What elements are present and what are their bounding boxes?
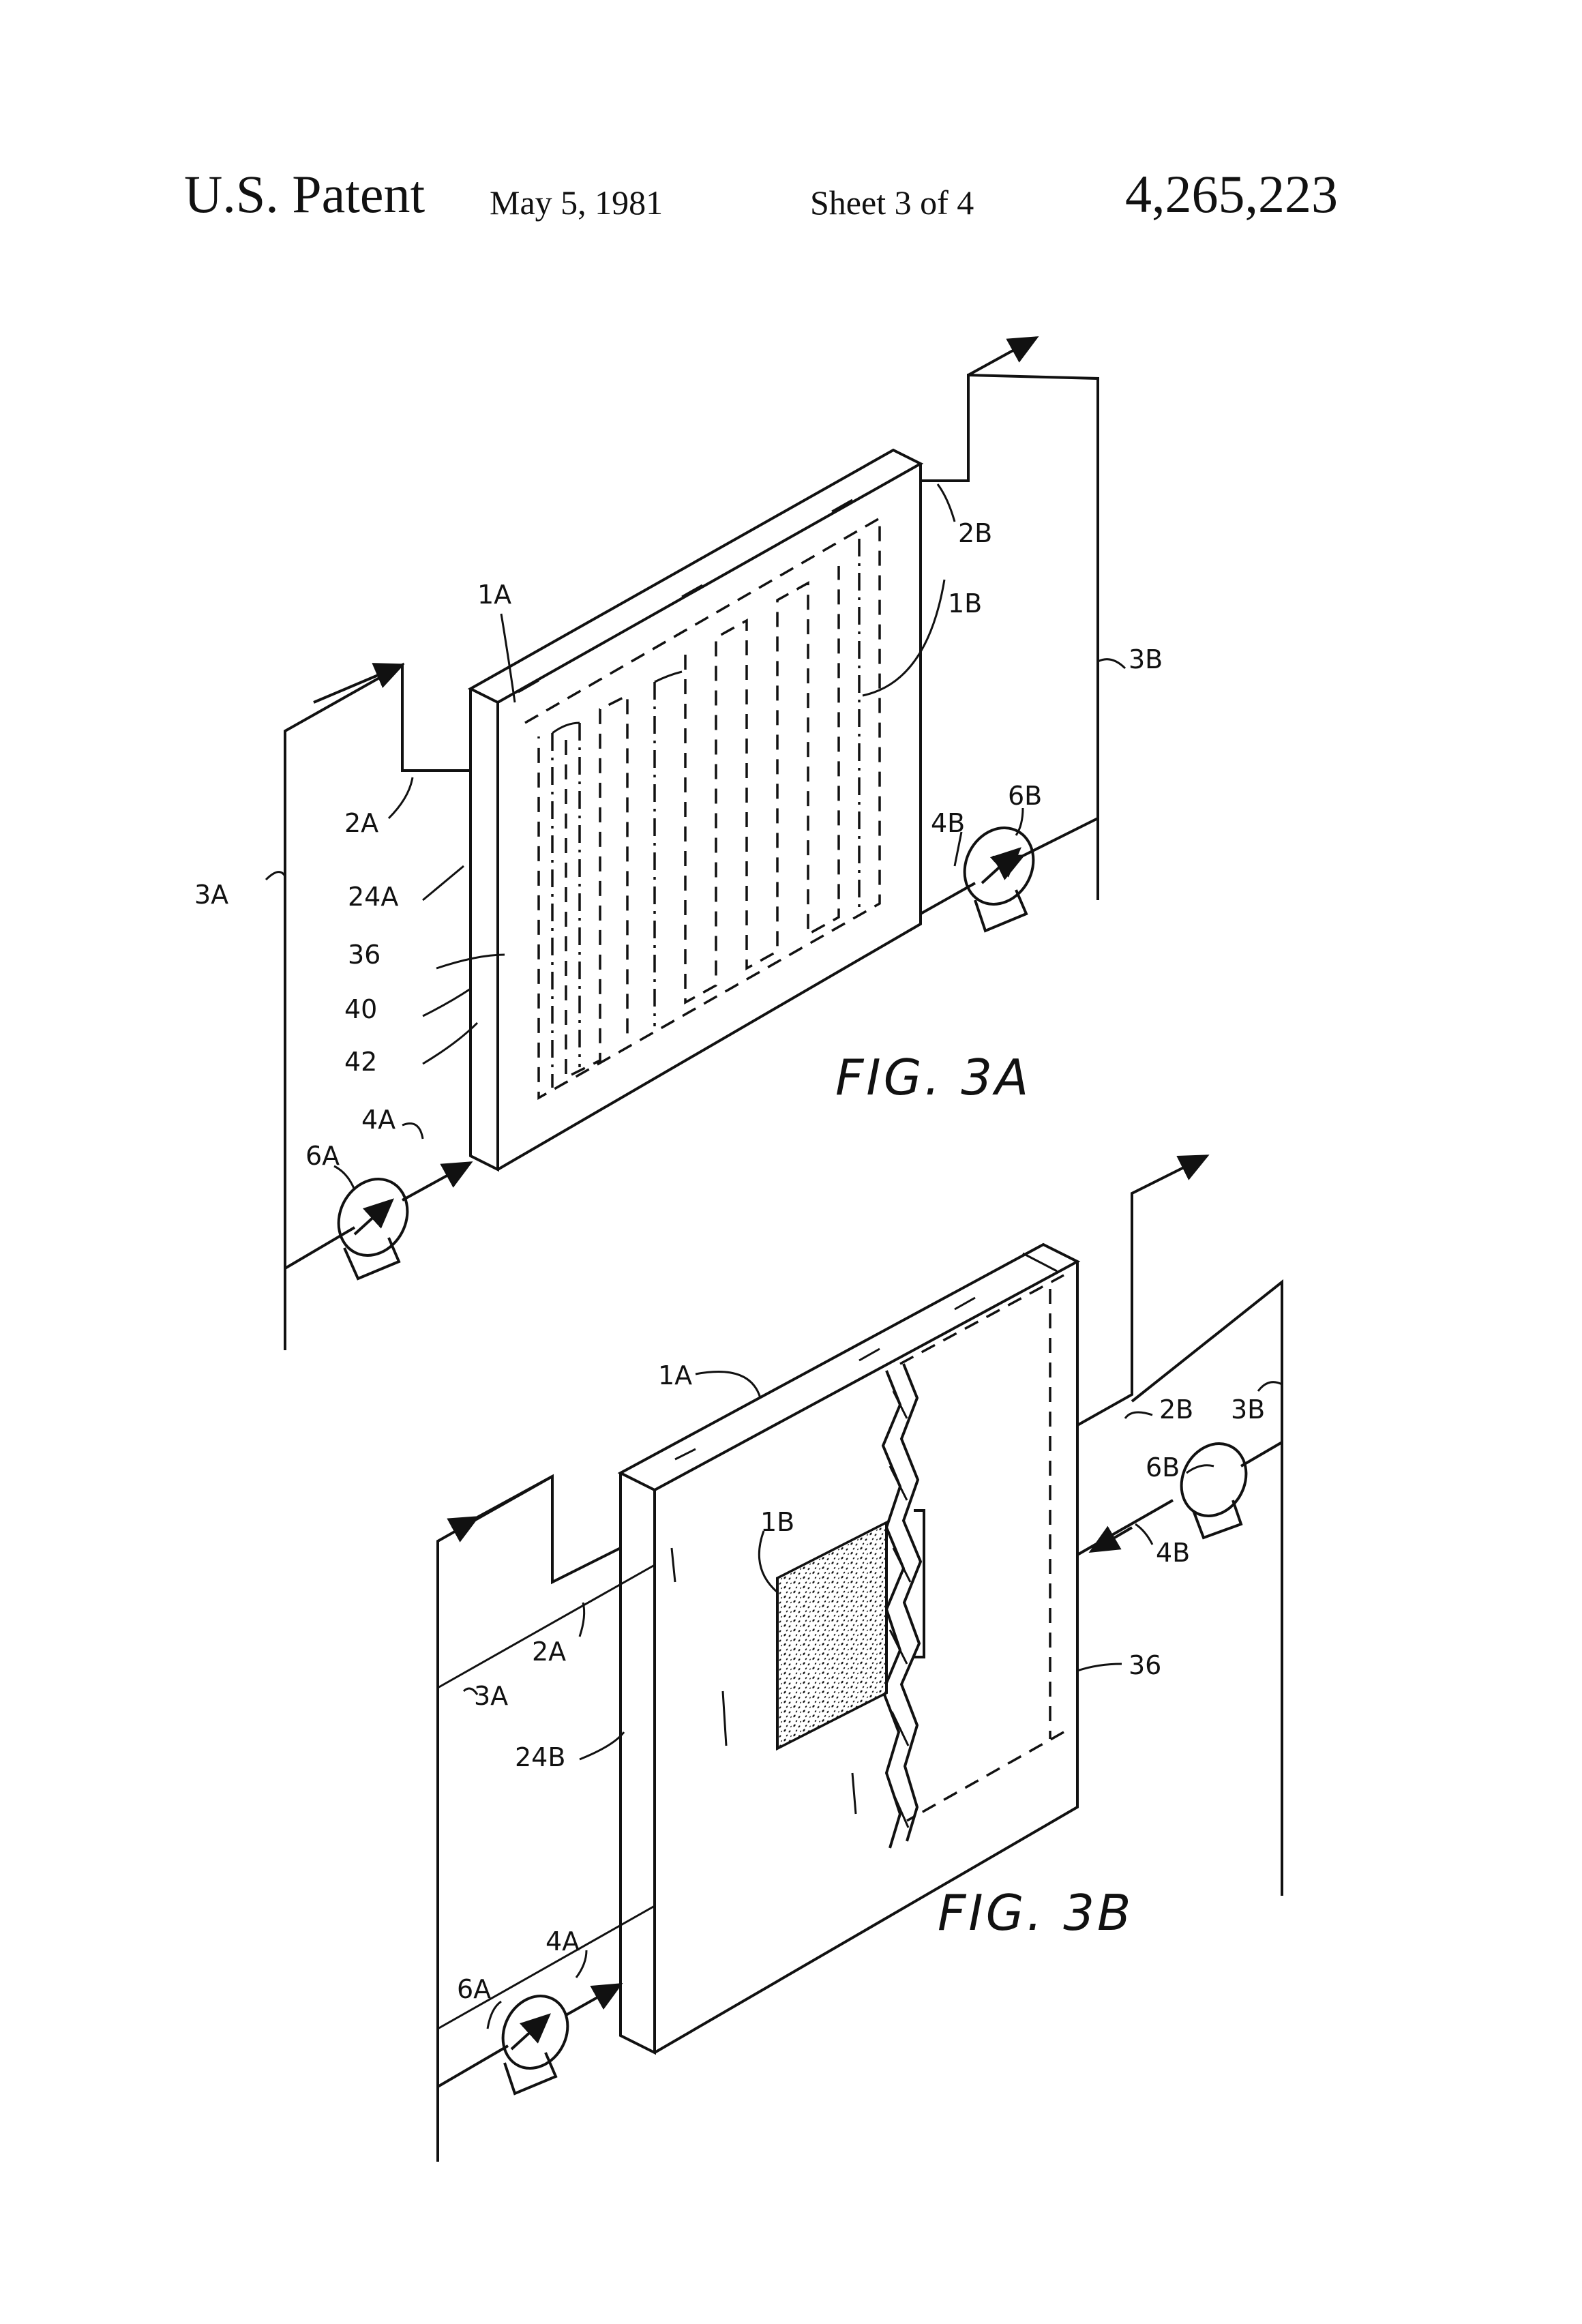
label-6a: 6A <box>305 1141 340 1171</box>
label-36: 36 <box>1129 1650 1161 1680</box>
label-1b: 1B <box>948 589 982 619</box>
label-2a: 2A <box>344 808 378 838</box>
label-4a: 4A <box>361 1105 395 1135</box>
labels-3a: 1A 1B 2B 3B 2A 3A 24A 36 40 42 4A 6A 4B … <box>194 518 1163 1171</box>
label-3a: 3A <box>474 1681 508 1711</box>
label-4b: 4B <box>931 808 965 838</box>
circuit-right-3b <box>1077 1156 1282 1896</box>
label-3b: 3B <box>1129 644 1163 674</box>
label-2b: 2B <box>1159 1395 1193 1425</box>
figure-3b-caption: FIG. 3B <box>938 1884 1133 1941</box>
label-4b: 4B <box>1156 1538 1190 1568</box>
label-6b: 6B <box>1146 1452 1180 1483</box>
label-1a: 1A <box>658 1360 692 1390</box>
label-36: 36 <box>348 940 380 970</box>
label-40: 40 <box>344 994 377 1024</box>
circuit-right-3a <box>921 338 1098 931</box>
serpentine-channel-1a <box>525 518 880 1098</box>
label-24a: 24A <box>348 882 398 912</box>
label-24b: 24B <box>515 1742 565 1772</box>
label-3a: 3A <box>194 880 228 910</box>
label-2b: 2B <box>958 518 992 548</box>
cutaway-edge <box>883 1364 924 1848</box>
circuit-left-3a <box>285 665 471 1350</box>
figure-3a-caption: FIG. 3A <box>835 1049 1031 1106</box>
circuit-left-3b <box>438 1476 655 2162</box>
label-6a: 6A <box>457 1974 491 2004</box>
label-3b: 3B <box>1231 1395 1265 1425</box>
serpentine-channel-1b <box>552 539 859 1088</box>
label-42: 42 <box>344 1047 377 1077</box>
label-4a: 4A <box>546 1926 580 1956</box>
figure-3b: 1A 1B 2B 3B 6B 4B 36 2A 3A 24B 4A 6A FIG… <box>438 1156 1282 2162</box>
label-2a: 2A <box>532 1637 566 1667</box>
electrode-1b-stippled <box>777 1523 886 1749</box>
figure-3a: 1A 1B 2B 3B 2A 3A 24A 36 40 42 4A 6A 4B … <box>194 338 1163 1350</box>
label-6b: 6B <box>1008 781 1042 811</box>
label-1a: 1A <box>477 580 511 610</box>
label-1b: 1B <box>760 1507 794 1537</box>
